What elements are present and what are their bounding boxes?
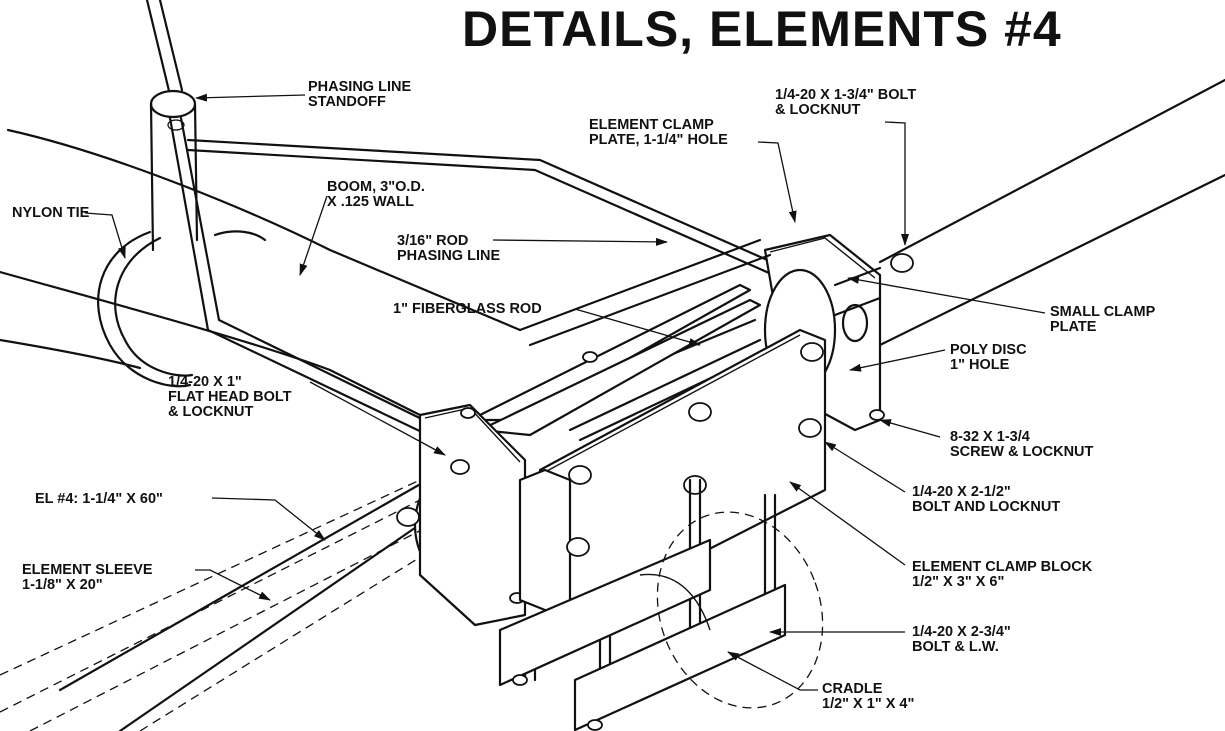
label-element-sleeve: ELEMENT SLEEVE 1-1/8" X 20" [22, 562, 153, 593]
label-bolt-locknut-top: 1/4-20 X 1-3/4" BOLT & LOCKNUT [775, 87, 917, 118]
label-cradle: CRADLE 1/2" X 1" X 4" [822, 681, 915, 712]
leader-lines [84, 93, 1046, 691]
label-screw-locknut: 8-32 X 1-3/4 SCREW & LOCKNUT [950, 429, 1094, 460]
label-fiberglass-rod: 1" FIBERGLASS ROD [393, 301, 542, 317]
nylon-tie [97, 230, 267, 388]
block-bolt-icon [568, 465, 592, 485]
boom-tube [0, 78, 1225, 417]
label-nylon-tie: NYLON TIE [12, 205, 90, 221]
label-small-clamp-plate: SMALL CLAMP PLATE [1050, 304, 1156, 335]
label-rod-phasing-line: 3/16" ROD PHASING LINE [397, 233, 501, 264]
label-boom: BOOM, 3"O.D. X .125 WALL [327, 179, 425, 210]
label-element-clamp-block: ELEMENT CLAMP BLOCK 1/2" X 3" X 6" [912, 559, 1093, 590]
label-bolt-and-locknut: 1/4-20 X 2-1/2" BOLT AND LOCKNUT [912, 484, 1061, 515]
page-title: DETAILS, ELEMENTS #4 [462, 1, 1062, 57]
standoff [145, 0, 477, 457]
label-element-clamp-plate: ELEMENT CLAMP PLATE, 1-1/4" HOLE [589, 117, 728, 148]
label-element-4: EL #4: 1-1/4" X 60" [35, 491, 163, 507]
label-phasing-line-standoff: PHASING LINE STANDOFF [308, 79, 412, 110]
label-bolt-lw: 1/4-20 X 2-3/4" BOLT & L.W. [912, 624, 1011, 655]
label-flat-head-bolt: 1/4-20 X 1" FLAT HEAD BOLT & LOCKNUT [168, 374, 292, 420]
clamp-assembly [396, 233, 914, 627]
label-poly-disc: POLY DISC 1" HOLE [950, 342, 1027, 373]
cradle [498, 478, 824, 731]
